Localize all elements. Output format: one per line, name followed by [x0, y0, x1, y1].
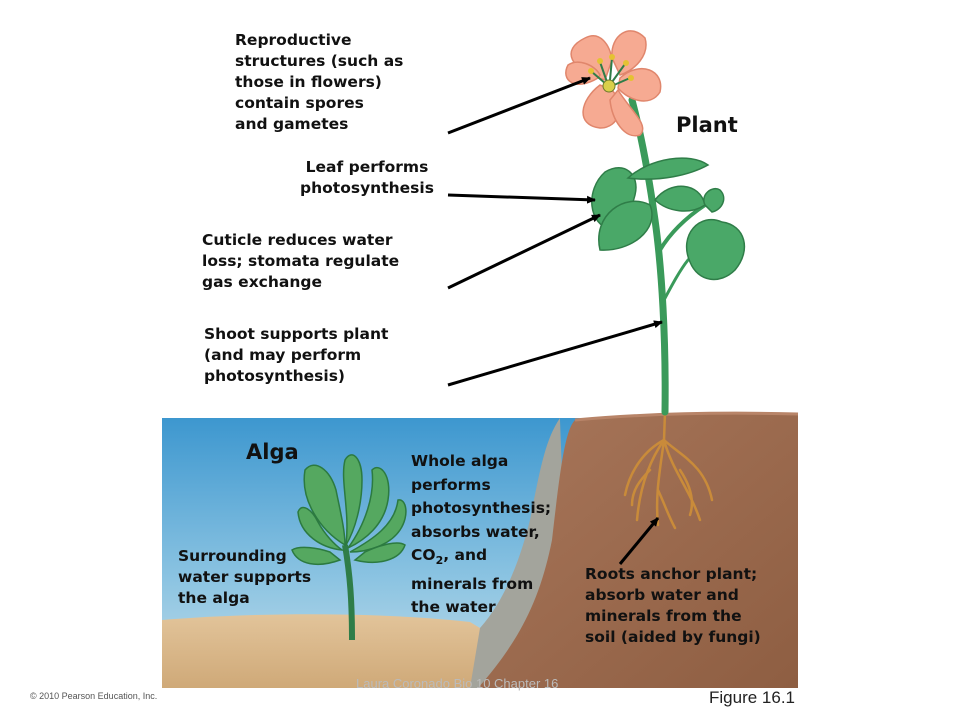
co2-subscript: 2 [435, 554, 444, 568]
label-line: gas exchange [202, 273, 323, 291]
arrow-roots [618, 517, 660, 565]
label-text: , and [443, 546, 488, 564]
arrow-leaf [447, 193, 596, 204]
label-line: contain spores [235, 94, 364, 112]
label-line: minerals from [411, 574, 534, 593]
leaves [591, 157, 746, 281]
label-line: and gametes [235, 115, 349, 133]
roots [623, 410, 714, 530]
arrow-reproductive [447, 76, 591, 135]
flower [565, 30, 662, 137]
roots-label: Roots anchor plant; absorb water and min… [585, 564, 761, 648]
label-line: the water [411, 598, 496, 617]
label-line: Surrounding [178, 547, 287, 565]
label-line: photosynthesis) [204, 367, 346, 385]
arrow-cuticle [447, 213, 601, 290]
label-line: Shoot supports plant [204, 325, 389, 343]
label-line: performs [411, 475, 491, 494]
alga-title: Alga [246, 440, 299, 464]
whole-alga-label: Whole alga performs photosynthesis; abso… [411, 450, 551, 620]
label-line: Reproductive [235, 31, 352, 49]
label-line: (and may perform [204, 346, 362, 364]
label-line: those in flowers) [235, 73, 382, 91]
label-line: minerals from the [585, 607, 742, 625]
label-line: the alga [178, 589, 250, 607]
author-footer: Laura Coronado Bio 10 Chapter 16 [356, 676, 559, 691]
soil [478, 413, 798, 688]
arrow-shoot [447, 320, 663, 387]
sand-floor [162, 614, 500, 688]
plant-title: Plant [676, 113, 738, 137]
reproductive-label: Reproductive structures (such as those i… [235, 30, 403, 135]
cuticle-label: Cuticle reduces water loss; stomata regu… [202, 230, 399, 293]
label-line: absorbs water, [411, 522, 540, 541]
label-line: loss; stomata regulate [202, 252, 400, 270]
pointer-arrows [447, 76, 663, 565]
label-line: Roots anchor plant; [585, 565, 758, 583]
figure-number: Figure 16.1 [709, 688, 795, 707]
label-line: absorb water and [585, 586, 739, 604]
soil-edge [574, 411, 799, 422]
copyright: © 2010 Pearson Education, Inc. [30, 691, 158, 701]
label-line: Cuticle reduces water [202, 231, 393, 249]
label-line: soil (aided by fungi) [585, 628, 761, 646]
label-line: structures (such as [235, 52, 404, 70]
leaf-label: Leaf performs photosynthesis [300, 157, 434, 199]
label-line: water supports [178, 568, 312, 586]
label-line: Whole alga [411, 452, 509, 470]
label-line: photosynthesis [300, 179, 434, 197]
label-line: Leaf performs [305, 158, 429, 176]
alga [291, 454, 407, 641]
shoot-label: Shoot supports plant (and may perform ph… [204, 324, 388, 387]
label-line: photosynthesis; [411, 499, 552, 517]
co2-text: CO [411, 546, 436, 564]
label-line: CO2, and [411, 544, 551, 573]
surrounding-water-label: Surrounding water supports the alga [178, 546, 311, 609]
